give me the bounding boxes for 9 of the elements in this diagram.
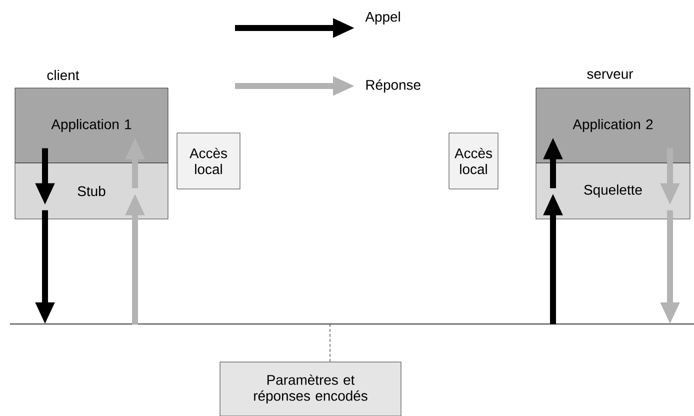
application-box: Application 2 bbox=[536, 88, 690, 164]
note-box: Accès local bbox=[448, 132, 498, 190]
message-box: Paramètres et réponses encodés bbox=[220, 362, 402, 416]
application-box: Application 1 bbox=[14, 88, 168, 164]
skeleton-box: Squelette bbox=[536, 162, 690, 220]
legend-label: Réponse bbox=[366, 79, 420, 93]
note-box: Accès local bbox=[176, 132, 240, 190]
stub-box: Stub bbox=[14, 162, 168, 220]
legend-label: Appel bbox=[365, 12, 400, 24]
